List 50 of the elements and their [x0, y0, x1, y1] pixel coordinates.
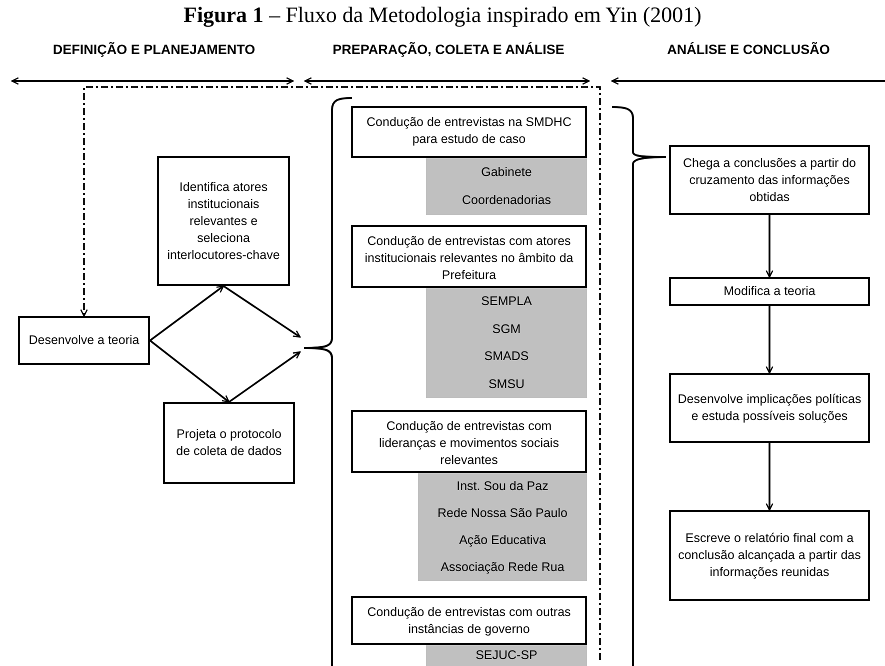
tag-panel: [426, 645, 587, 666]
arrow: [149, 340, 230, 403]
curly-brace: [303, 97, 352, 666]
arrow: [766, 443, 774, 511]
process-box: [669, 510, 870, 601]
tag-text: SEJUC-SP: [476, 647, 538, 664]
phase-heading: DEFINIÇÃO E PLANEJAMENTO: [52, 42, 256, 57]
arrow: [223, 285, 301, 338]
process-box: [18, 316, 150, 365]
tag-text: Ação Educativa: [459, 532, 546, 549]
process-box: [351, 225, 587, 288]
box-text: Projeta o protocolo de coleta de dados: [175, 426, 283, 460]
box-text: Condução de entrevistas com lideranças e movimentos sociais relevantes: [378, 418, 560, 469]
tag-panel: [426, 158, 587, 215]
box-text: Condução de entrevistas com outras instâncias de governo: [366, 604, 572, 638]
tag-text: SMADS: [484, 348, 529, 366]
arrow: [766, 306, 774, 374]
tag-text: Rede Nossa São Paulo: [438, 505, 568, 522]
phase-heading: ANÁLISE E CONCLUSÃO: [666, 42, 831, 57]
box-text: Desenvolve a teoria: [28, 332, 140, 349]
process-box: [669, 145, 870, 215]
box-text: Condução de entrevistas na SMDHC para estudo de caso: [366, 114, 572, 148]
box-text: Escreve o relatório final com a conclusão alcançada a partir das informações reunidas: [677, 530, 862, 581]
tag-panel: [426, 288, 587, 398]
arrow: [766, 215, 774, 278]
tag-text: Gabinete: [481, 164, 532, 181]
box-text: Modifica a teoria: [722, 283, 816, 300]
figure-title: Figura 1 – Fluxo da Metodologia inspirado em Yin (2001): [182, 2, 702, 28]
box-text: Condução de entrevistas com atores institucionais relevantes no âmbito da Prefeitura: [364, 233, 574, 284]
tag-text: SGM: [492, 320, 521, 338]
tag-text: SMSU: [488, 376, 525, 393]
box-text: Chega a conclusões a partir do cruzamento das informações obtidas: [682, 154, 858, 206]
process-box: [157, 156, 290, 286]
tag-text: Coordenadorias: [462, 192, 551, 210]
box-text: Desenvolve implicações políticas e estuda possíveis soluções: [676, 391, 862, 425]
tag-panel: [418, 473, 587, 581]
tag-text: Associação Rede Rua: [440, 559, 564, 576]
process-box: [669, 373, 870, 443]
phase-heading: PREPARAÇÃO, COLETA E ANÁLISE: [332, 42, 566, 57]
arrow: [80, 86, 601, 660]
process-box: [351, 410, 587, 473]
process-box: [351, 596, 587, 645]
process-box: [163, 402, 295, 484]
tag-text: Inst. Sou da Paz: [456, 478, 548, 495]
process-box: [669, 277, 870, 306]
tag-text: SEMPLA: [481, 293, 532, 310]
arrow: [228, 351, 301, 403]
box-text: Identifica atores institucionais relevantes e seleciona interlocutores-chave: [166, 178, 281, 264]
arrow: [149, 285, 224, 342]
process-box: [351, 106, 587, 158]
